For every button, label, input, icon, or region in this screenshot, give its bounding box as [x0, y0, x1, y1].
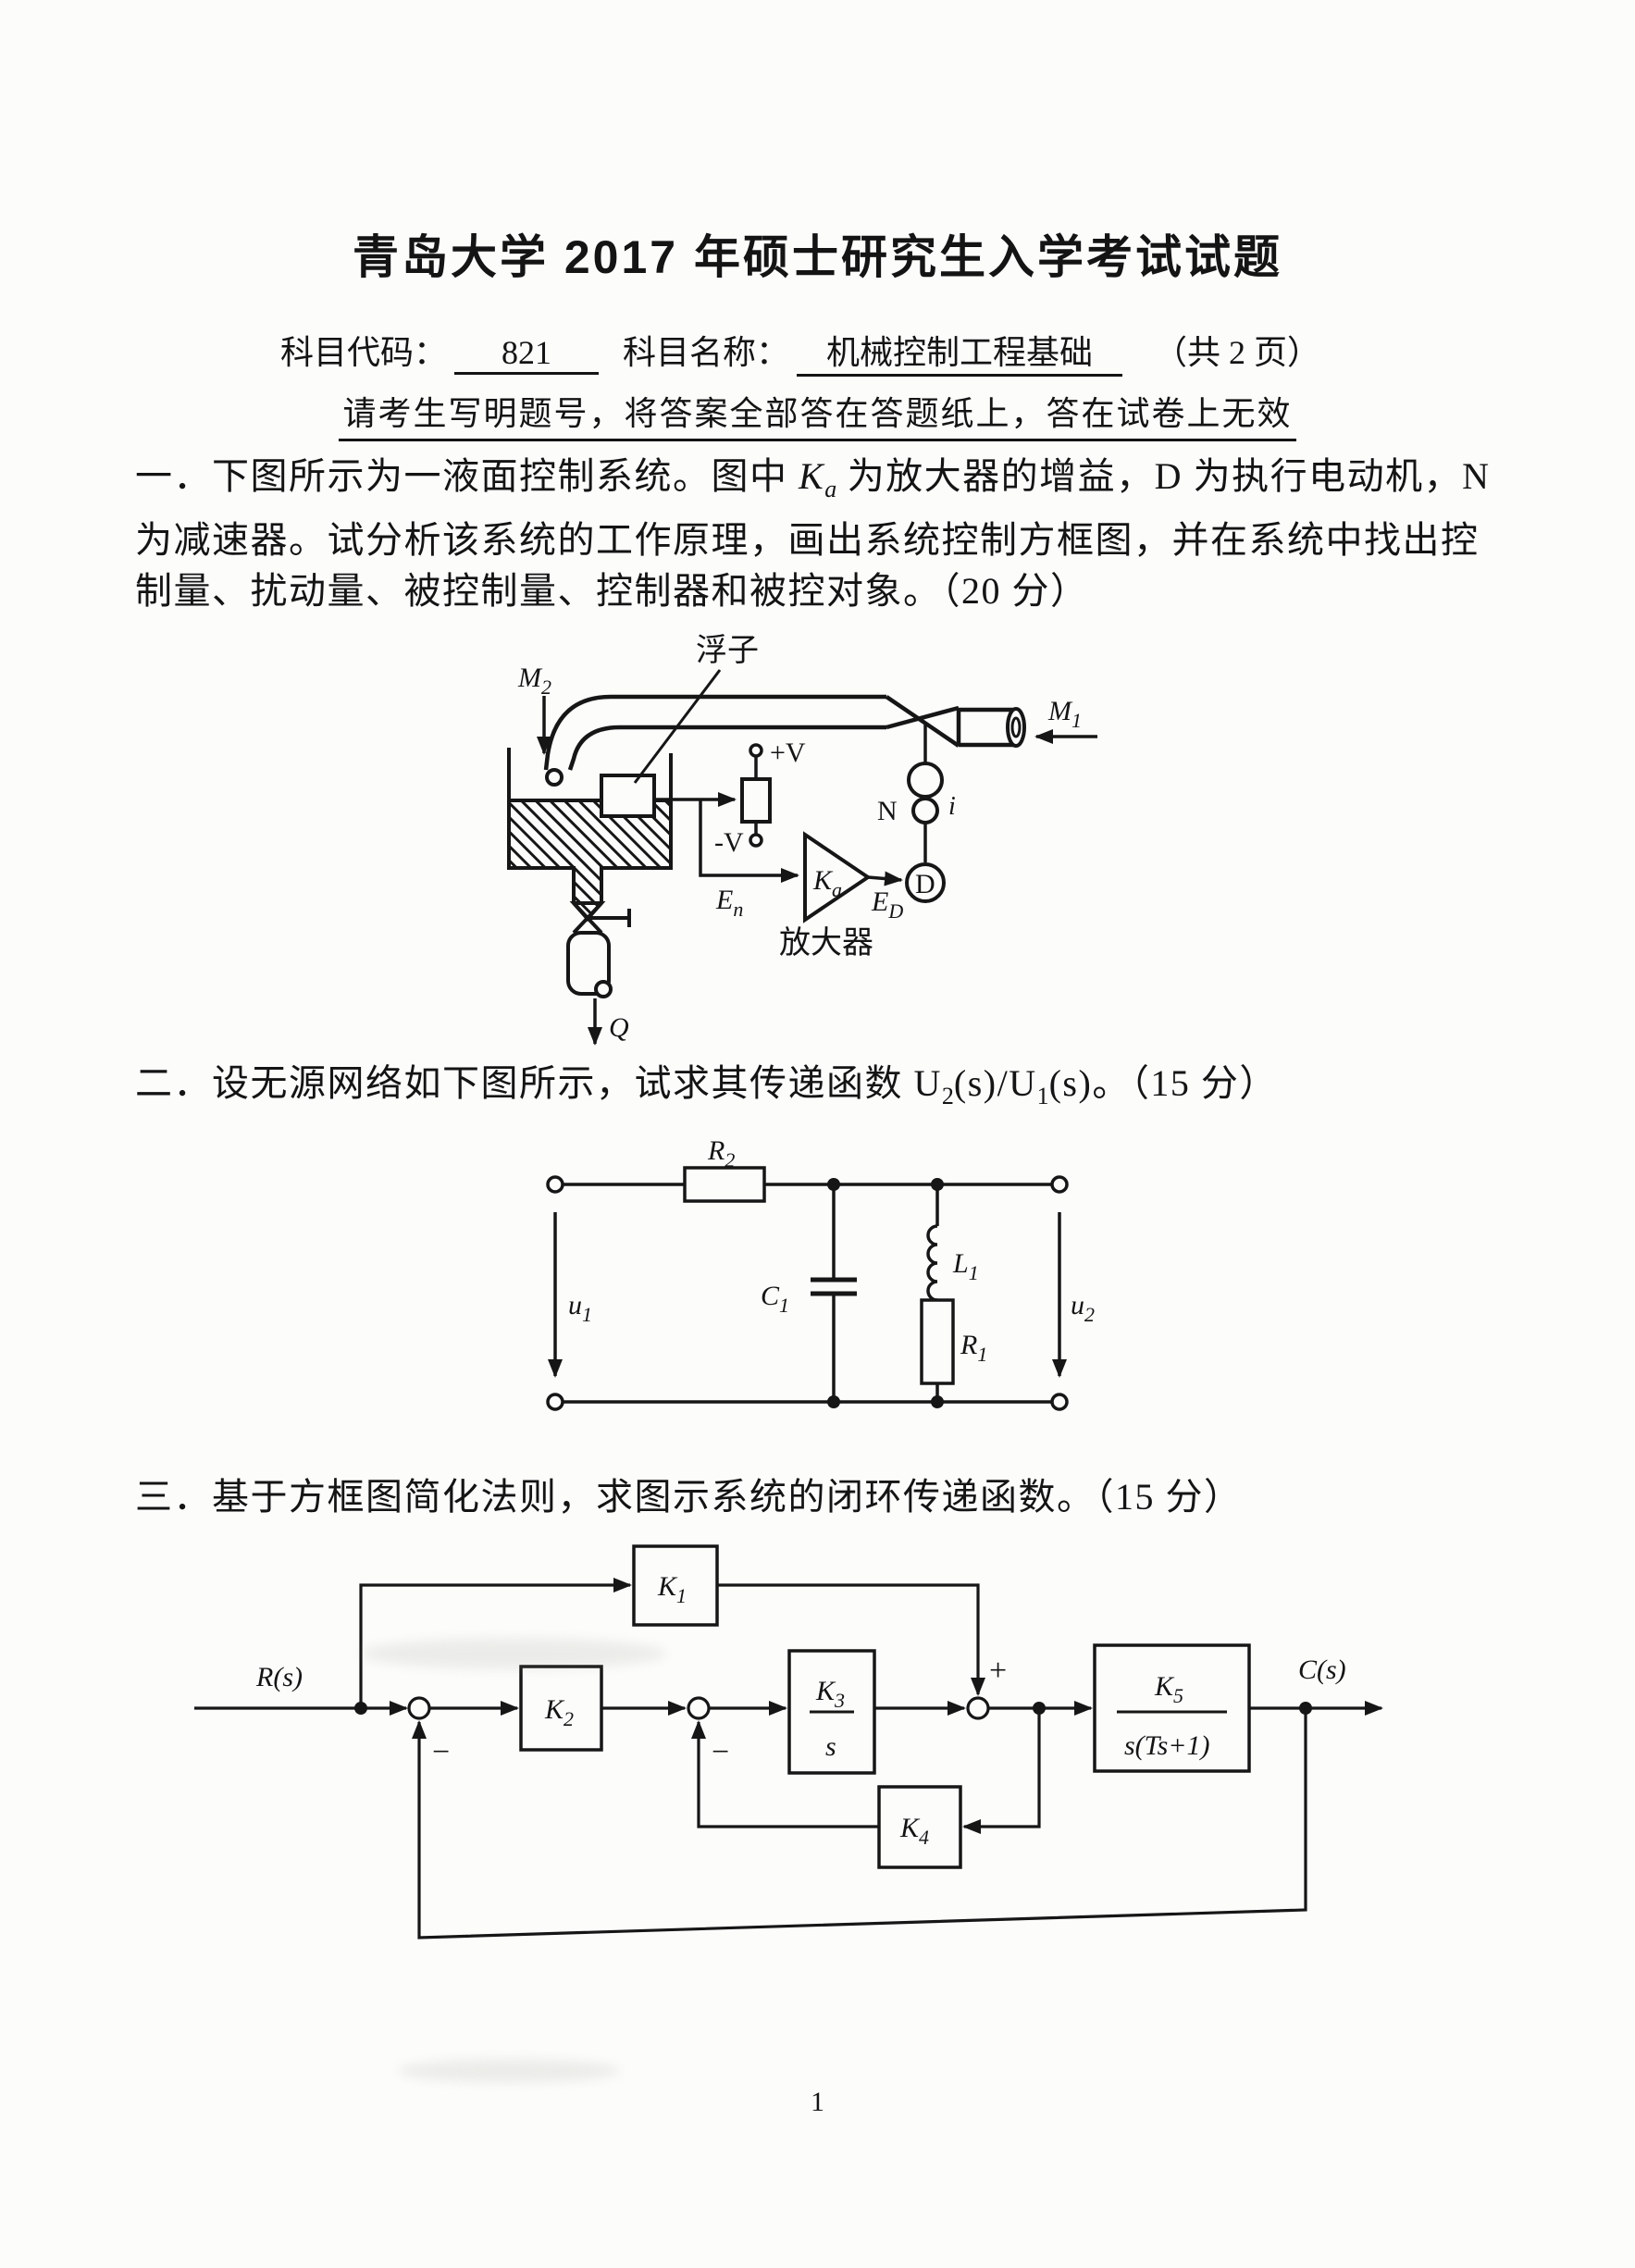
signal-paths	[194, 1578, 1383, 1940]
output-signal-label: C(s)	[1298, 1655, 1346, 1685]
k4-block-label: K4	[899, 1813, 929, 1849]
figure-liquid-level-system: 浮子 M2 M1 +V -V En Ka ED 放大器 D N i	[507, 633, 1097, 1046]
reducer-label: N	[877, 796, 898, 826]
k1-block-label: K1	[657, 1571, 687, 1607]
q1-line1: 一．下图所示为一液面控制系统。图中 Ka 为放大器的增益，D 为执行电动机，N	[135, 451, 1490, 514]
circuit-wires	[563, 1183, 1052, 1404]
m1-label: M1	[1047, 696, 1082, 732]
q2-text-b: (s)/U	[953, 1062, 1037, 1104]
float-leader-line	[633, 669, 722, 784]
u2-subscript: 2	[941, 1083, 954, 1109]
q1-line2: 为减速器。试分析该系统的工作原理，画出系统控制方框图，并在系统中找出控	[135, 519, 1480, 561]
en-wire	[699, 799, 799, 883]
u1-subscript: 1	[1036, 1083, 1049, 1109]
resistor-r2	[683, 1166, 766, 1203]
instruction-row: 请考生写明题号，将答案全部答在答题纸上，答在试卷上无效	[0, 387, 1635, 441]
k5-denominator: s(Ts+1)	[1124, 1730, 1210, 1761]
plus-v-label: +V	[770, 737, 806, 768]
tank-outline	[507, 748, 673, 903]
drain-nozzle	[594, 980, 613, 998]
total-pages: （共 2 页）	[1154, 334, 1321, 371]
figure-passive-network: R2 C1 L1 R1 u1 u2	[546, 1135, 1095, 1411]
summing-junctions	[407, 1696, 990, 1720]
gear-large	[907, 762, 944, 799]
subject-name-value: 机械控制工程基础	[797, 326, 1123, 377]
plus-v-terminal	[749, 743, 763, 758]
q1-line3: 制量、扰动量、被控制量、控制器和被控对象。（20 分）	[135, 570, 1089, 612]
terminals	[546, 1175, 1069, 1411]
drain-body	[566, 931, 611, 996]
q2-text-c: (s)。（15 分）	[1048, 1062, 1278, 1104]
potentiometer	[740, 777, 772, 824]
bleedthrough-smudge	[398, 2059, 620, 2083]
subject-name-label: 科目名称：	[623, 334, 790, 371]
k5-numerator: K5	[1154, 1671, 1183, 1707]
k3-denominator: s	[825, 1731, 836, 1762]
ka-subscript: a	[824, 476, 837, 502]
pipe-mouth	[545, 768, 564, 787]
q1-text-a: 一．下图所示为一液面控制系统。图中	[135, 455, 799, 497]
k2-block-label: K2	[544, 1694, 574, 1730]
en-label: En	[715, 885, 743, 921]
figure-block-diagram: K1 K2 K3 s K5 s(Ts+1) K4 R(s) C(s) + − −	[194, 1544, 1383, 1940]
r1-label: R1	[960, 1330, 987, 1366]
question-2: 二．设无源网络如下图所示，试求其传递函数 U2(s)/U1(s)。（15 分）	[135, 1058, 1278, 1122]
minus-sign-outer-loop: −	[432, 1735, 450, 1769]
blocks	[519, 1544, 1251, 1869]
u1-label: u1	[568, 1290, 592, 1326]
question-3: 三．基于方框图简化法则，求图示系统的闭环传递函数。（15 分）	[135, 1476, 1243, 1518]
q2-text-a: 二．设无源网络如下图所示，试求其传递函数 U	[135, 1062, 942, 1104]
outflow-label: Q	[609, 1012, 629, 1043]
ka-variable: K	[799, 455, 825, 497]
r2-label: R2	[707, 1135, 735, 1171]
q1-text-b: 为放大器的增益，D 为执行电动机，N	[836, 455, 1491, 497]
outlet-hatch	[576, 866, 600, 903]
inlet-pipe	[543, 694, 886, 771]
pipe-valve-crossing	[885, 695, 960, 748]
amp-to-motor-wire	[867, 871, 903, 886]
ed-label: ED	[871, 886, 903, 923]
l1-label: L1	[952, 1248, 979, 1284]
input-signal-label: R(s)	[255, 1662, 303, 1692]
amplifier-label: 放大器	[779, 925, 873, 960]
c1-label: C1	[761, 1281, 789, 1317]
motor-circle	[905, 862, 946, 903]
gear-small	[911, 797, 939, 824]
page-title: 青岛大学 2017 年硕士研究生入学考试试题	[352, 231, 1282, 283]
subject-code-value: 821	[454, 333, 600, 375]
minus-v-label: -V	[714, 827, 744, 858]
instruction-note: 请考生写明题号，将答案全部答在答题纸上，答在试卷上无效	[339, 387, 1296, 441]
subject-line: 科目代码：821 科目名称：机械控制工程基础 （共 2 页）	[280, 326, 1320, 377]
branch-points	[354, 1702, 1312, 1715]
m2-label: M2	[517, 663, 551, 699]
amplifier-gain-label: Ka	[812, 865, 842, 901]
k3-numerator: K3	[815, 1676, 845, 1712]
amplifier-triangle	[803, 831, 872, 923]
plus-sign: +	[989, 1654, 1007, 1688]
supply-pipe-cylinder	[956, 707, 1026, 748]
question-1: 一．下图所示为一液面控制系统。图中 Ka 为放大器的增益，D 为执行电动机，N …	[135, 451, 1490, 616]
page-number: 1	[811, 2087, 824, 2117]
bleedthrough-smudge	[361, 1638, 666, 1669]
u2-label: u2	[1071, 1290, 1095, 1326]
float-label: 浮子	[696, 633, 759, 668]
current-label: i	[948, 792, 956, 821]
subject-code-label: 科目代码：	[280, 334, 448, 371]
float-box	[600, 774, 656, 818]
resistor-r1	[920, 1298, 955, 1385]
minus-v-terminal	[749, 833, 763, 848]
minus-sign-inner-loop: −	[712, 1735, 729, 1769]
drain-valve	[569, 901, 631, 935]
motor-label: D	[915, 869, 935, 899]
circuit-nodes	[827, 1178, 944, 1408]
